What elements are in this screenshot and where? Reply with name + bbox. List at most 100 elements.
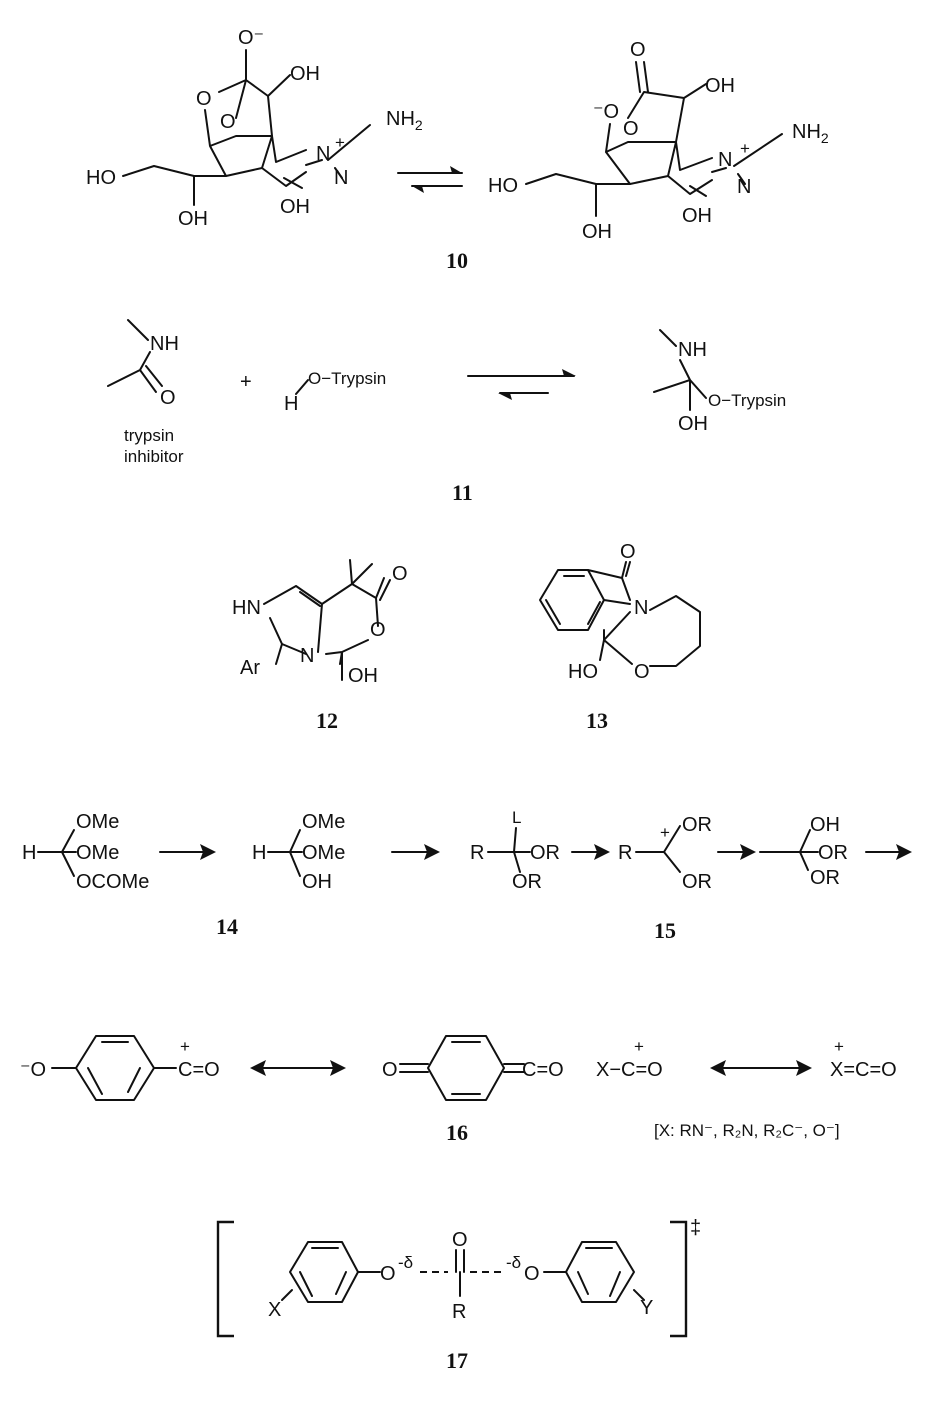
benzene-ring [75, 1035, 155, 1101]
compound-14-step-1: OMe H OMe OCOMe [22, 811, 149, 893]
compound-number-15: 15 [654, 918, 676, 943]
compound-number-14: 14 [216, 914, 238, 939]
carbonyl-oxygen-label: O [452, 1229, 468, 1251]
positive-charge-label: + [834, 1037, 844, 1056]
reaction-arrow [159, 844, 216, 860]
bond [627, 61, 707, 143]
bond [263, 585, 323, 655]
reaction-arrow [391, 844, 440, 860]
hydroxyl-label: OH [678, 413, 708, 435]
r-group-label: R [618, 842, 632, 864]
bond [587, 561, 701, 667]
bond [455, 1249, 465, 1297]
resonance-arrow [710, 1060, 812, 1076]
compound-16-x-acylium: + X−C=O [596, 1037, 663, 1081]
reaction-arrow [865, 844, 912, 860]
compound-15-step-3: L R OR OR [470, 808, 560, 893]
positive-charge-label: + [660, 823, 670, 842]
benzene-ring [565, 1241, 635, 1303]
aryl-label: Ar [240, 657, 260, 679]
amine-label: NH2 [792, 121, 829, 146]
alkoxy-label: OR [682, 871, 712, 893]
ring-oxygen-label: O [634, 661, 650, 683]
compound-10-right-structure: O OH ⁻O O NH2 N + N HO OH OH [488, 39, 829, 243]
right-bracket [670, 1220, 688, 1338]
bond [635, 825, 681, 873]
positive-charge-label: + [740, 139, 750, 158]
iminium-nitrogen-label: N [718, 149, 732, 171]
hydrogen-label: H [252, 842, 266, 864]
substituent-y-label: Y [640, 1297, 653, 1319]
bond [107, 319, 163, 393]
phenoxy-oxygen-label: O [380, 1263, 396, 1285]
hydrogen-label: H [22, 842, 36, 864]
bond [37, 829, 77, 877]
bond [295, 379, 309, 395]
hydroxymethyl-label: HO [86, 167, 116, 189]
compound-11-reactant: NH O trypsin inhibitor [107, 319, 184, 466]
quinone-ring [427, 1035, 505, 1101]
ketene-label: C=O [522, 1059, 564, 1081]
hydrogen-label: H [284, 393, 298, 415]
partial-charge-label: -δ [506, 1253, 521, 1272]
bond [267, 829, 303, 877]
compound-12-structure: O HN N O Ar OH [232, 559, 408, 687]
compound-11-product: NH O−Trypsin OH [653, 329, 786, 435]
ring-oxygen-label: O [623, 118, 639, 140]
compound-13-structure: O N HO O [539, 541, 701, 683]
substituent-note: [X: RN⁻, R₂N, R₂C⁻, O⁻] [654, 1121, 840, 1140]
caption-line: trypsin [124, 426, 174, 445]
hydroxyl-label: OH [290, 63, 320, 85]
compound-number-13: 13 [586, 708, 608, 733]
resonance-arrow [250, 1060, 346, 1076]
alkoxy-label: OR [512, 871, 542, 893]
alkoxy-label: OR [810, 867, 840, 889]
positive-charge-label: + [634, 1037, 644, 1056]
r-group-label: R [470, 842, 484, 864]
compound-15-step-5: OH OR OR [759, 814, 848, 889]
positive-charge-label: + [335, 133, 345, 152]
double-dagger-label: ‡ [690, 1217, 701, 1239]
ring-oxygen-label: O [196, 88, 212, 110]
positive-charge-label: + [180, 1037, 190, 1056]
methoxy-label: OMe [76, 842, 119, 864]
partial-charge-label: -δ [398, 1253, 413, 1272]
hn-label: HN [232, 597, 261, 619]
o-trypsin-label: O−Trypsin [308, 369, 386, 388]
alkoxy-label: OR [818, 842, 848, 864]
acylium-label: C=O [178, 1059, 220, 1081]
hydroxyl-label: OH [582, 221, 612, 243]
amide-nh-label: NH [678, 339, 707, 361]
ring-oxygen-label: O [370, 619, 386, 641]
x-ketene-label: X=C=O [830, 1059, 897, 1081]
equilibrium-arrows [467, 369, 576, 400]
methoxy-label: OMe [302, 811, 345, 833]
reaction-arrow [571, 844, 610, 860]
bond [689, 133, 783, 197]
benzene-ring [289, 1241, 359, 1303]
hydroxyl-label: OH [682, 205, 712, 227]
benzene-ring [539, 569, 605, 631]
bond [543, 1271, 645, 1301]
compound-number-17: 17 [446, 1348, 468, 1373]
phenoxide-label: ⁻O [20, 1059, 46, 1081]
hydroxyl-label: OH [348, 665, 378, 687]
hydroxyl-label: OH [705, 75, 735, 97]
left-bracket [216, 1220, 234, 1338]
hydroxyl-label: OH [178, 208, 208, 230]
bond [218, 49, 291, 137]
compound-14-step-2: OMe H OMe OH [252, 811, 345, 893]
compound-number-11: 11 [452, 480, 473, 505]
bond [525, 123, 713, 217]
oxide-anion-label: ⁻O [593, 101, 619, 123]
compound-16-x-ketene: + X=C=O [830, 1037, 897, 1081]
compound-number-16: 16 [446, 1120, 468, 1145]
amine-label: NH2 [386, 108, 423, 133]
compound-16-quinone-ketene: O C=O [382, 1035, 564, 1101]
bond [275, 559, 391, 681]
bond [399, 1063, 525, 1073]
alkoxy-label: OR [530, 842, 560, 864]
bond [759, 829, 819, 871]
leaving-group-label: L [512, 808, 521, 827]
